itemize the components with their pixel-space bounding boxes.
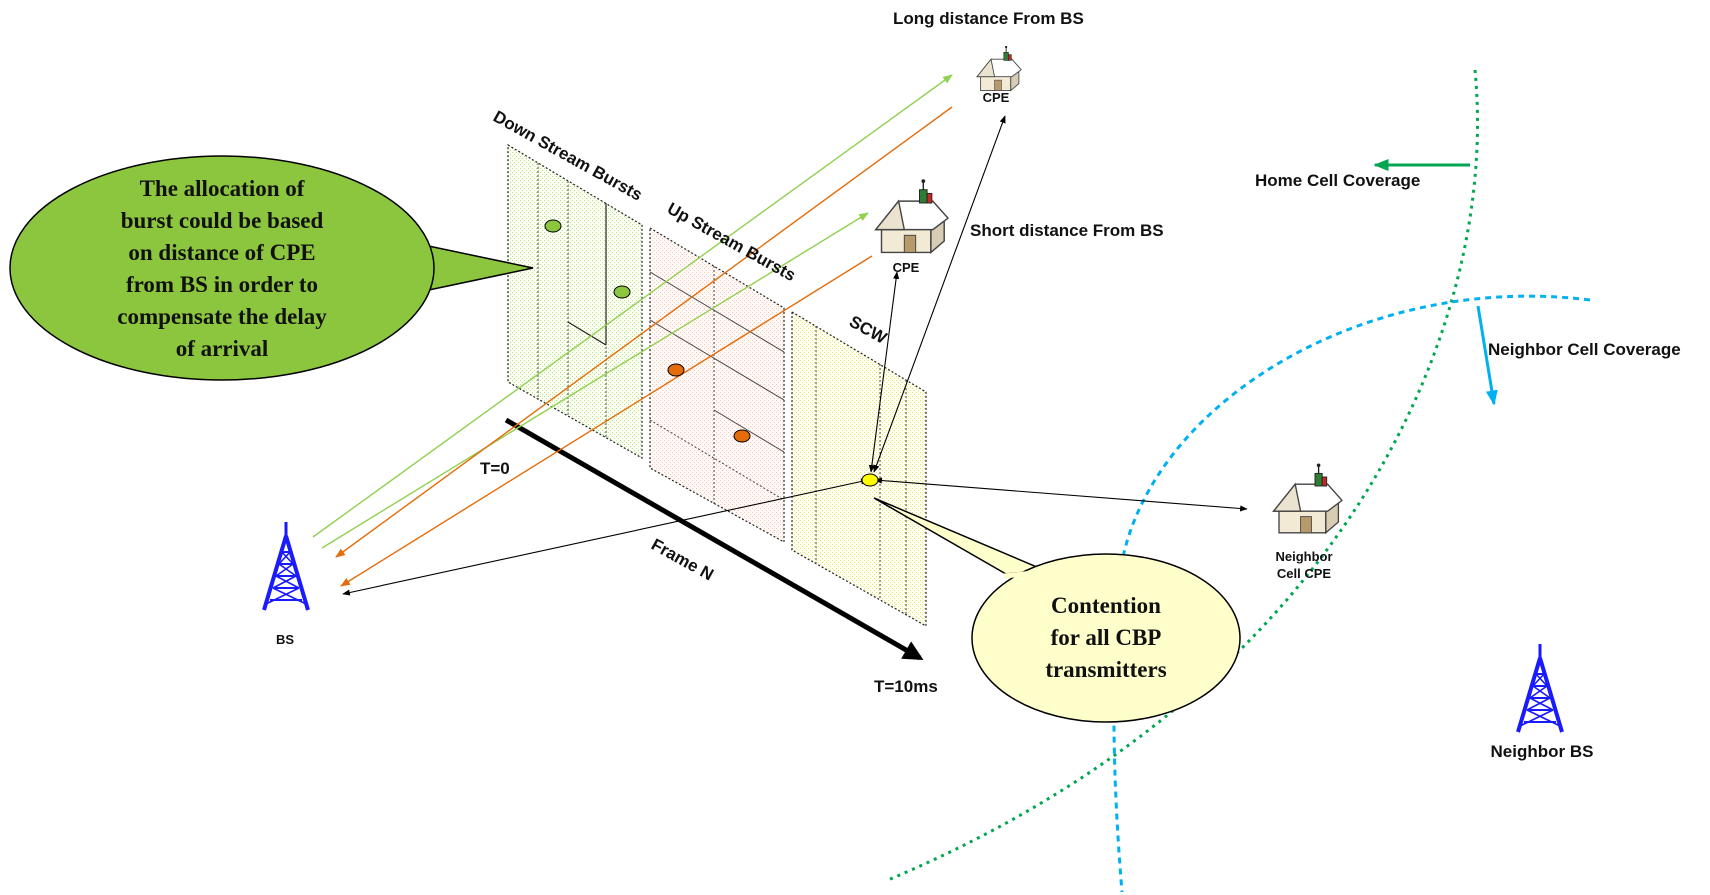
upstream-burst-panel	[649, 226, 785, 544]
upstream-burst-dot	[667, 363, 685, 377]
callout-yellow-line: Contention	[1051, 593, 1161, 618]
scw-panel	[791, 310, 927, 628]
callout-green-line: of arrival	[176, 336, 269, 361]
neighbor-bs-tower-icon	[1516, 642, 1564, 734]
downstream-burst-panel	[507, 143, 643, 460]
callout-green-line: from BS in order to	[126, 272, 318, 297]
near-cpe-label: CPE	[893, 260, 920, 275]
t10ms-label: T=10ms	[874, 677, 938, 696]
callout-green-line: compensate the delay	[117, 304, 327, 329]
callout-yellow-line: for all CBP	[1051, 625, 1162, 650]
neighbor-cell-coverage-label: Neighbor Cell Coverage	[1488, 340, 1681, 359]
bs-label: BS	[276, 632, 294, 647]
neighbor-bs-label: Neighbor BS	[1491, 742, 1594, 761]
neighbor-cell-direction-arrow	[1476, 305, 1498, 406]
upstream-burst-dot	[733, 429, 751, 443]
frame-n-label: Frame N	[648, 535, 717, 585]
callout-green-line: The allocation of	[140, 176, 305, 201]
near-cpe-house-icon	[875, 178, 949, 254]
contention-dot	[861, 473, 879, 487]
far-cpe-label: CPE	[983, 90, 1010, 105]
neighbor-cpe-label: Neighbor	[1275, 549, 1332, 564]
far-cpe-house-icon	[976, 45, 1022, 91]
long-distance-label: Long distance From BS	[893, 9, 1084, 28]
callout-green-line: burst could be based	[121, 208, 324, 233]
home-cell-coverage-label: Home Cell Coverage	[1255, 171, 1420, 190]
yellow-callout: Contention for all CBP transmitters	[873, 497, 1241, 723]
downstream-burst-dot	[544, 219, 562, 233]
short-distance-label: Short distance From BS	[970, 221, 1164, 240]
neighbor-cpe-label: Cell CPE	[1277, 566, 1332, 581]
neighbor-cell-coverage-boundary	[1112, 294, 1591, 893]
contention-signal-lines	[342, 115, 1248, 596]
callout-yellow-line: transmitters	[1045, 657, 1166, 682]
callout-green-line: on distance of CPE	[128, 240, 315, 265]
t0-label: T=0	[480, 459, 510, 478]
bs-tower-icon	[262, 520, 310, 612]
green-callout: The allocation of burst could be based o…	[9, 155, 534, 381]
home-cell-coverage-boundary	[887, 69, 1479, 882]
scw-label: SCW	[846, 312, 891, 348]
neighbor-cpe-house-icon	[1272, 462, 1343, 534]
downstream-burst-dot	[613, 285, 631, 299]
